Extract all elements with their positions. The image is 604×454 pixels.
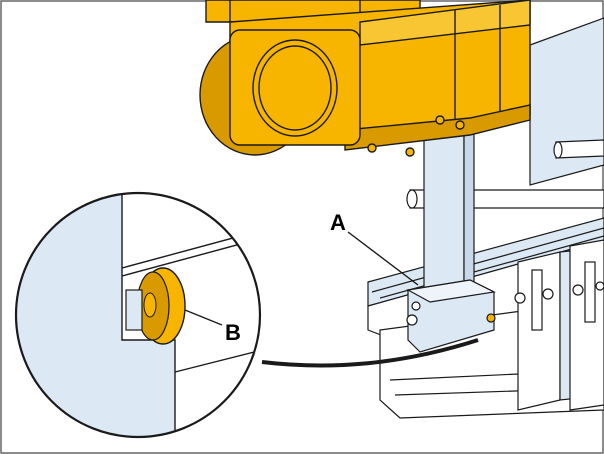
- bracket-a: [406, 279, 496, 353]
- carriage-blocks: [514, 239, 604, 411]
- magnifier-circle-icon: [14, 191, 262, 439]
- vertical-column: [423, 129, 475, 291]
- detail-zoom: [14, 191, 262, 439]
- motor-housing: [199, 0, 531, 157]
- callout-label-a: A: [330, 210, 346, 235]
- leader-line-b: [184, 309, 223, 326]
- callout-label-b: B: [225, 320, 241, 345]
- cable-line: [261, 338, 479, 368]
- leader-line-a: [347, 231, 419, 286]
